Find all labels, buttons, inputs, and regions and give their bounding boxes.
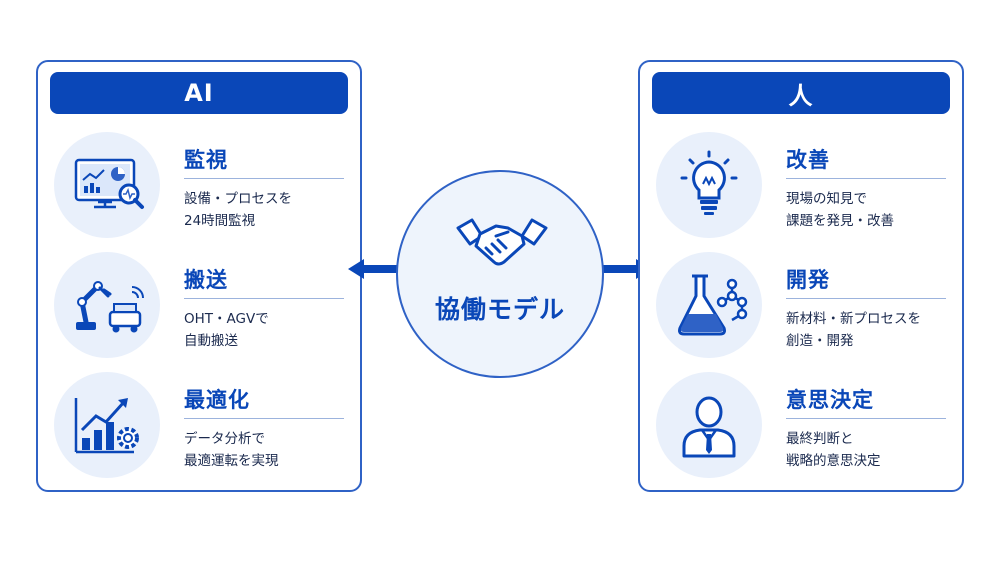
desc-line: 最適運転を実現 [184,453,279,469]
ai-item-monitoring: 監視 設備・プロセスを 24時間監視 [38,132,360,242]
handshake-icon [456,218,548,266]
monitoring-dashboard-icon [54,132,160,238]
ai-item-description: データ分析で 最適運転を実現 [184,428,354,472]
human-item-description: 現場の知見で 課題を発見・改善 [786,188,956,232]
desc-line: 課題を発見・改善 [786,213,894,229]
desc-line: 最終判断と [786,431,854,447]
ai-item-title: 監視 [184,148,228,172]
divider [184,178,344,179]
desc-line: 新材料・新プロセスを [786,311,921,327]
desc-line: 現場の知見で [786,191,867,207]
left-arrow-icon [348,259,404,279]
desc-line: 創造・開発 [786,333,854,349]
ai-item-transport: 搬送 OHT・AGVで 自動搬送 [38,252,360,362]
desc-line: データ分析で [184,431,265,447]
human-item-title: 改善 [786,148,830,172]
divider [184,418,344,419]
robot-arm-agv-icon [54,252,160,358]
growth-chart-gear-icon [54,372,160,478]
divider [184,298,344,299]
ai-item-optimization: 最適化 データ分析で 最適運転を実現 [38,372,360,482]
collaboration-model-circle: 協働モデル [396,170,604,378]
desc-line: OHT・AGVで [184,311,269,327]
human-item-decision: 意思決定 最終判断と 戦略的意思決定 [640,372,962,482]
human-item-description: 最終判断と 戦略的意思決定 [786,428,956,472]
human-item-development: 開発 新材料・新プロセスを 創造・開発 [640,252,962,362]
flask-molecule-icon [656,252,762,358]
human-item-description: 新材料・新プロセスを 創造・開発 [786,308,956,352]
ai-panel: AI 監視 設備・プロセスを 24時間監 [36,60,362,492]
ai-panel-header: AI [50,72,348,114]
collaboration-model-label: 協働モデル [434,295,565,324]
human-item-title: 意思決定 [786,388,874,412]
businessperson-icon [656,372,762,478]
human-panel-header: 人 [652,72,950,114]
lightbulb-icon [656,132,762,238]
divider [786,178,946,179]
ai-item-title: 搬送 [184,268,228,292]
desc-line: 戦略的意思決定 [786,453,881,469]
ai-item-description: 設備・プロセスを 24時間監視 [184,188,354,232]
human-item-improvement: 改善 現場の知見で 課題を発見・改善 [640,132,962,242]
desc-line: 自動搬送 [184,333,238,349]
human-item-title: 開発 [786,268,830,292]
desc-line: 設備・プロセスを [184,191,292,207]
human-panel: 人 改善 現場の知見で 課題を発見・改善 [638,60,964,492]
ai-item-title: 最適化 [184,388,250,412]
divider [786,418,946,419]
ai-item-description: OHT・AGVで 自動搬送 [184,308,354,352]
divider [786,298,946,299]
desc-line: 24時間監視 [184,213,256,229]
